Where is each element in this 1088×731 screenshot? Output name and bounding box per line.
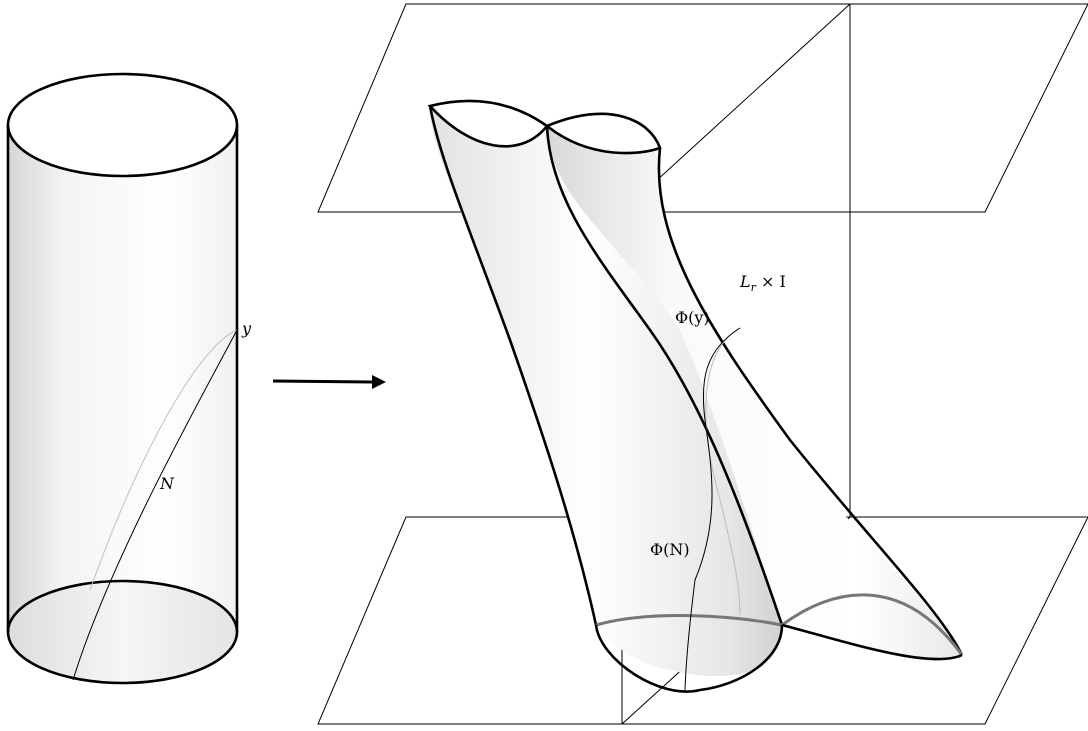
tube-left-outline [428,105,598,626]
label-times-I: × I [756,272,786,291]
label-Lr-times-I: Lr × I [739,272,786,294]
arrow-head [372,375,386,389]
label-y: y [241,319,252,338]
label-N: N [159,474,175,493]
tube-left-lobe [430,106,782,677]
bottom-plane [317,516,1088,725]
curve-phi-N-back [705,327,741,616]
label-phi-y: Φ(y) [675,308,710,327]
tube-bottom-rim-front-left [594,624,784,693]
tube-bottom-rim-back-left [595,614,783,627]
tube-bottom-rim-front-right [781,623,963,661]
tube-surface [427,99,964,693]
top-plane [317,3,1088,213]
cylinder-bottom-disk [8,581,237,683]
cylinder: y N [6,72,252,685]
tube-labels: Lr × I Φ(y) Φ(N) [650,272,786,559]
cylinder-top-ellipse [6,72,239,178]
map-arrow [272,375,386,389]
tube-bottom-rim-back-right [781,593,964,656]
curve-N-back [89,329,238,591]
cylinder-body [8,125,237,684]
tube-right-outline [657,147,964,656]
label-phi-N: Φ(N) [650,540,690,559]
tube-middle-outline [545,125,784,626]
label-Lr-sub: r [751,281,757,294]
curve-phi-N [684,327,741,691]
tube-right-lobe [547,115,962,660]
label-Lr: L [739,272,751,291]
cylinder-bottom-ellipse [6,579,239,685]
curve-N [72,329,238,681]
